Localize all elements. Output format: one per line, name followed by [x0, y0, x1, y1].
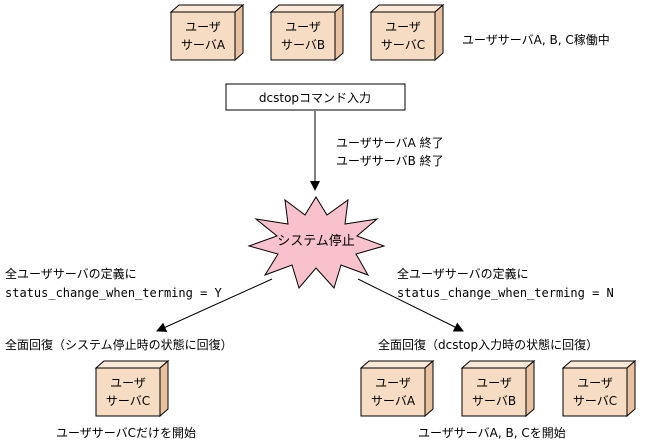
stop-message-a: ユーザサーバA 終了: [336, 135, 444, 150]
server-label-line1: ユーザ: [577, 376, 613, 390]
left-result-label: ユーザサーバCだけを開始: [56, 426, 196, 440]
server-label-line1: ユーザ: [185, 20, 221, 34]
arrow-left-branch: [156, 278, 273, 332]
top-server-box-c: ユーザ サーバC: [369, 3, 445, 62]
server-label-line1: ユーザ: [476, 376, 512, 390]
right-server-box-b: ユーザ サーバB: [460, 359, 536, 418]
left-definition-line1: 全ユーザサーバの定義に: [5, 266, 137, 281]
right-definition-line1: 全ユーザサーバの定義に: [397, 266, 529, 281]
right-definition-line2: status_change_when_terming = N: [397, 286, 614, 300]
right-result-label: ユーザサーバA, B, Cを開始: [418, 426, 566, 440]
command-box-label: dcstopコマンド入力: [259, 91, 371, 105]
stop-message-b: ユーザサーバB 終了: [336, 153, 444, 168]
server-label-line2: サーバC: [381, 38, 425, 52]
server-label-line2: サーバA: [181, 38, 226, 52]
server-label-line2: サーバC: [106, 394, 150, 408]
server-label-line1: ユーザ: [385, 20, 421, 34]
left-recovery-label: 全面回復（システム停止時の状態に回復）: [5, 337, 233, 352]
right-recovery-label: 全面回復（dcstop入力時の状態に回復）: [378, 337, 598, 352]
top-server-box-b: ユーザ サーバB: [269, 3, 345, 62]
server-label-line1: ユーザ: [110, 376, 146, 390]
server-label-line1: ユーザ: [285, 20, 321, 34]
system-stop-burst: [247, 196, 386, 290]
left-definition-line2: status_change_when_terming = Y: [5, 286, 223, 300]
running-status-label: ユーザサーバA, B, C稼働中: [462, 32, 610, 47]
server-label-line2: サーバC: [573, 394, 617, 408]
command-box: [225, 83, 406, 111]
right-server-box-a: ユーザ サーバA: [359, 359, 435, 418]
arrow-right-branch: [357, 278, 464, 332]
server-label-line2: サーバA: [371, 394, 416, 408]
server-label-line1: ユーザ: [375, 376, 411, 390]
top-server-box-a: ユーザ サーバA: [169, 3, 245, 62]
left-server-box-c: ユーザ サーバC: [94, 359, 170, 418]
server-label-line2: サーバB: [281, 38, 325, 52]
system-stop-label: システム停止: [277, 233, 355, 249]
server-label-line2: サーバB: [472, 394, 516, 408]
right-server-box-c: ユーザ サーバC: [561, 359, 637, 418]
